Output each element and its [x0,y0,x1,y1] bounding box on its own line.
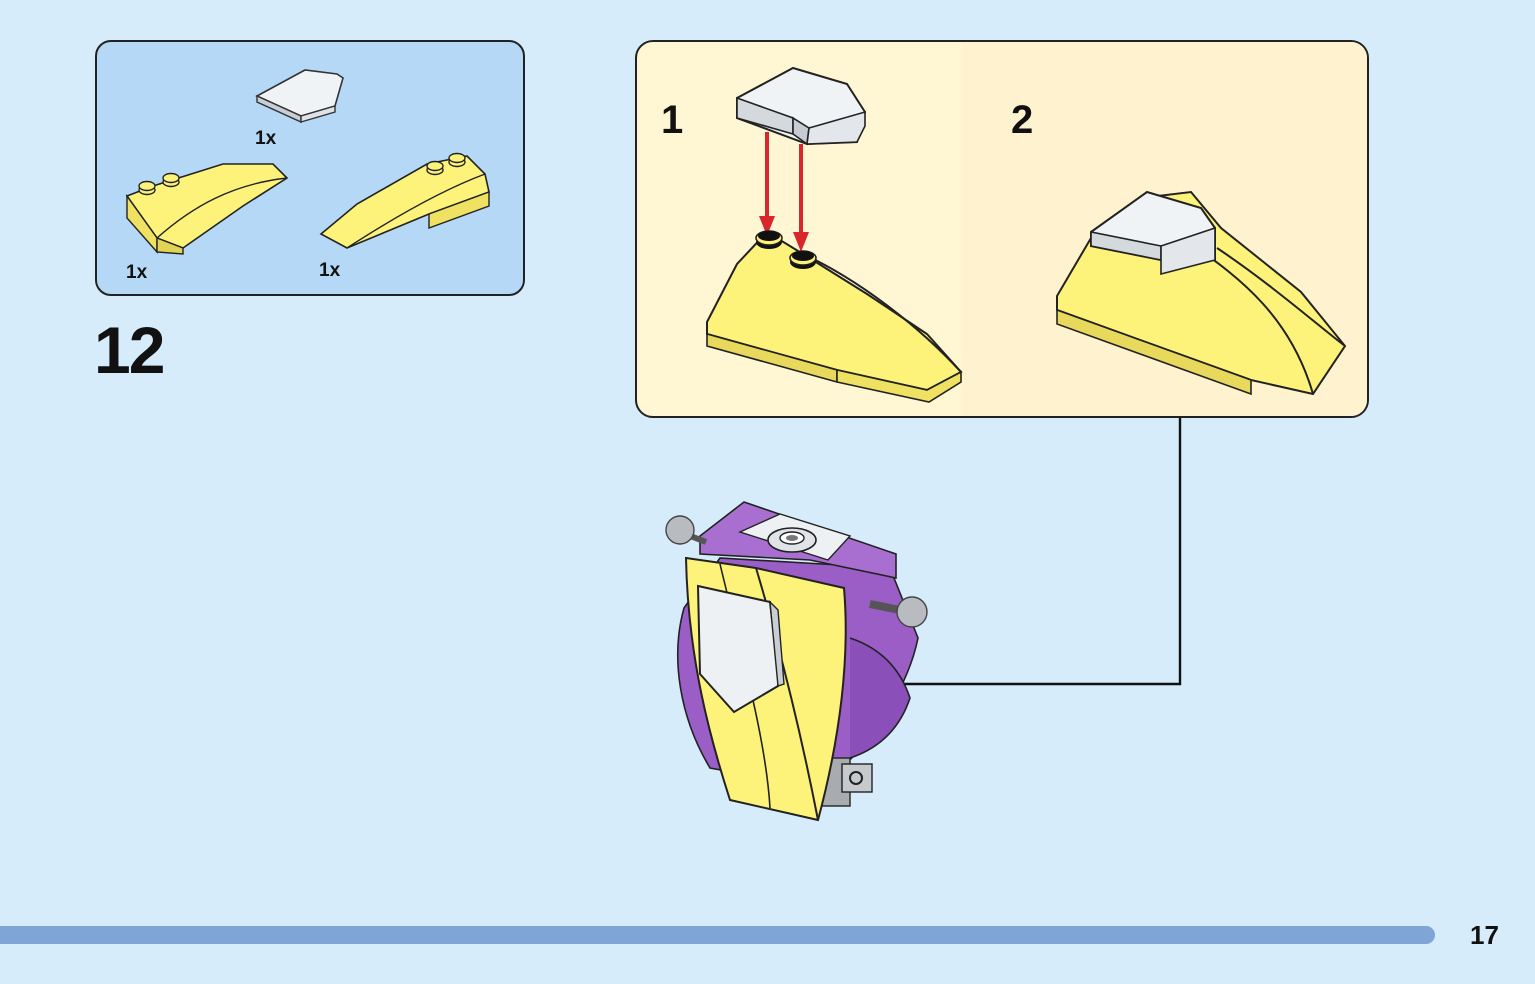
substep-label-2: 2 [1011,98,1034,142]
page-number: 17 [1470,920,1499,950]
qty-white-wedge: 1x [255,128,277,149]
substep-box: 1 2 [635,40,1369,418]
progress-bar [0,926,1435,944]
qty-yellow-wedge-right: 1x [126,262,148,283]
parts-list-box: 1x 1x 1x [95,40,525,296]
model-assembly-illustration [665,501,928,822]
step-number: 12 [94,313,165,387]
yellow-wedge-right-icon [125,163,289,255]
substep-1-illustration [706,66,963,403]
qty-yellow-wedge-left: 1x [319,260,341,281]
substep-label-1: 1 [661,98,684,142]
white-wedge-tile-icon [255,69,344,124]
yellow-wedge-left-icon [319,152,490,249]
substep-2-illustration [1056,190,1347,396]
